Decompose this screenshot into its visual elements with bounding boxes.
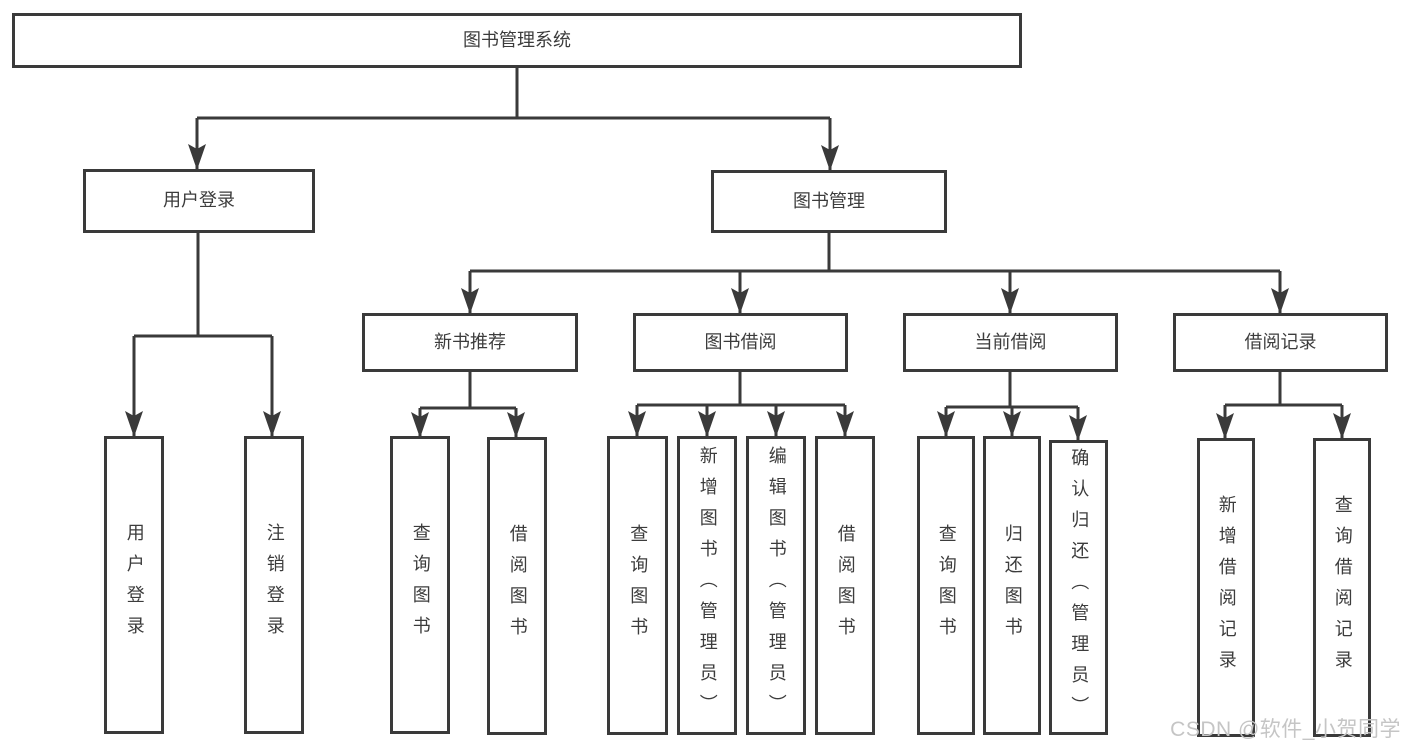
leaf-nb-borrow-books: 借阅图书 bbox=[487, 437, 547, 735]
node-book-management: 图书管理 bbox=[711, 170, 947, 233]
leaf-user-login: 用户登录 bbox=[104, 436, 164, 734]
node-label: 查询图书 bbox=[628, 523, 649, 648]
node-new-book-recommend: 新书推荐 bbox=[362, 313, 578, 372]
node-user-login: 用户登录 bbox=[83, 169, 315, 233]
node-label: 用户登录 bbox=[124, 523, 145, 647]
node-root-library-system: 图书管理系统 bbox=[12, 13, 1022, 68]
node-label: 借阅图书 bbox=[835, 523, 856, 648]
node-borrowing-records: 借阅记录 bbox=[1173, 313, 1388, 372]
leaf-logout: 注销登录 bbox=[244, 436, 304, 734]
node-label: 图书管理 bbox=[793, 190, 865, 211]
node-label: 当前借阅 bbox=[974, 331, 1047, 352]
node-label: 用户登录 bbox=[163, 190, 235, 211]
leaf-nb-query-books: 查询图书 bbox=[390, 436, 450, 734]
node-current-borrowing: 当前借阅 bbox=[903, 313, 1118, 372]
node-label: 查询借阅记录 bbox=[1332, 494, 1353, 681]
leaf-bb-query-books: 查询图书 bbox=[607, 436, 668, 735]
leaf-bb-add-books-admin: 新增图书（管理员） bbox=[677, 436, 737, 735]
node-label: 图书管理系统 bbox=[463, 29, 571, 50]
leaf-cb-confirm-return-admin: 确认归还（管理员） bbox=[1049, 440, 1108, 735]
node-book-borrowing: 图书借阅 bbox=[633, 313, 848, 372]
node-label: 图书借阅 bbox=[704, 331, 777, 352]
node-label: 新增图书（管理员） bbox=[697, 446, 718, 725]
leaf-bb-borrow-books: 借阅图书 bbox=[815, 436, 875, 735]
node-label: 确认归还（管理员） bbox=[1069, 448, 1090, 727]
leaf-br-query-record: 查询借阅记录 bbox=[1313, 438, 1371, 737]
leaf-bb-edit-books-admin: 编辑图书（管理员） bbox=[746, 436, 806, 735]
leaf-br-add-record: 新增借阅记录 bbox=[1197, 438, 1255, 737]
node-label: 查询图书 bbox=[936, 523, 957, 648]
csdn-watermark: CSDN @软件_小贺同学 bbox=[1170, 718, 1401, 741]
node-label: 归还图书 bbox=[1002, 523, 1023, 648]
leaf-cb-query-books: 查询图书 bbox=[917, 436, 975, 735]
node-label: 查询图书 bbox=[410, 523, 431, 647]
node-label: 借阅图书 bbox=[507, 524, 528, 648]
node-label: 新增借阅记录 bbox=[1216, 494, 1237, 681]
node-label: 新书推荐 bbox=[434, 331, 506, 352]
node-label: 注销登录 bbox=[264, 523, 285, 647]
leaf-cb-return-books: 归还图书 bbox=[983, 436, 1041, 735]
node-label: 编辑图书（管理员） bbox=[766, 446, 787, 725]
node-label: 借阅记录 bbox=[1244, 331, 1317, 352]
